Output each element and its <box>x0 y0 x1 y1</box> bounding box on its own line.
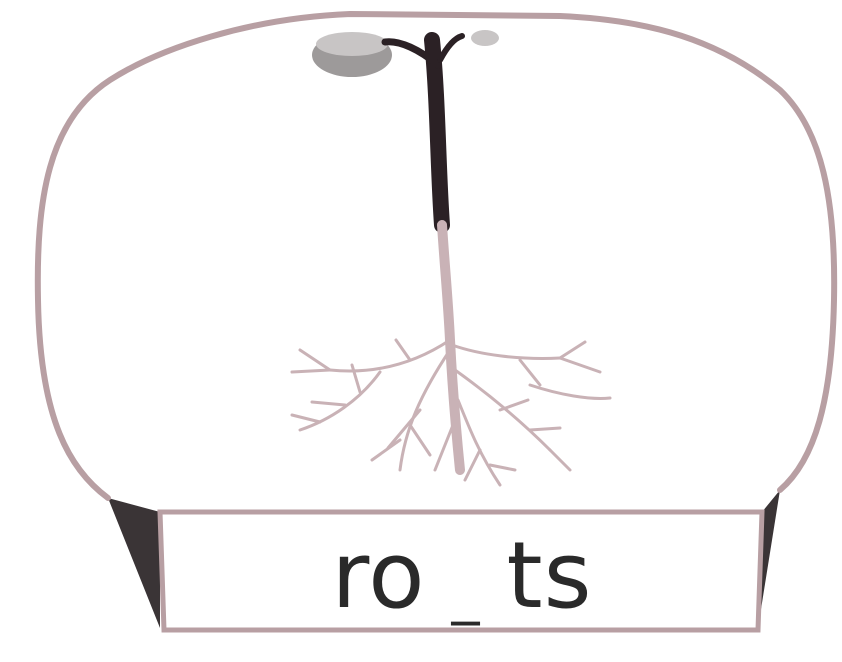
word-card-label: ro _ ts <box>168 520 756 630</box>
stem-top-fork <box>440 36 462 60</box>
word-after-blank: ts <box>507 522 593 629</box>
seed-fragment <box>471 30 499 46</box>
seed-highlight <box>316 32 388 56</box>
word-blank: _ <box>452 561 481 626</box>
left-wedge-shape <box>108 498 160 628</box>
word-before-blank: ro <box>331 522 425 629</box>
